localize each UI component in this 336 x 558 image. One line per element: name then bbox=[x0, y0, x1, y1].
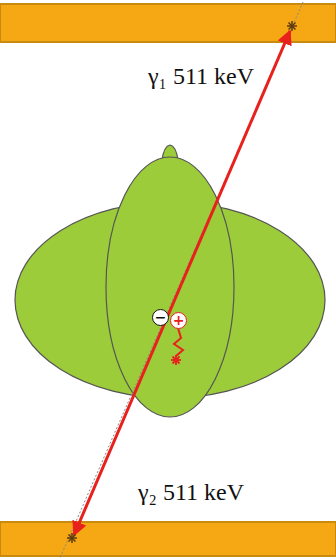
gamma-label: γ₁ 511 keV bbox=[145, 62, 257, 91]
detector-bar bbox=[0, 522, 336, 556]
emission-star bbox=[171, 355, 181, 365]
positron-path bbox=[174, 328, 183, 356]
detection-star bbox=[287, 21, 297, 31]
detection-star bbox=[67, 533, 77, 543]
brain-shape bbox=[15, 145, 325, 417]
line-of-response bbox=[60, 2, 303, 558]
gamma-label: γ₂ 511 keV bbox=[106, 478, 276, 507]
positron-symbol: + bbox=[170, 312, 187, 329]
electron-symbol: − bbox=[152, 309, 169, 326]
detector-bar bbox=[0, 4, 336, 42]
